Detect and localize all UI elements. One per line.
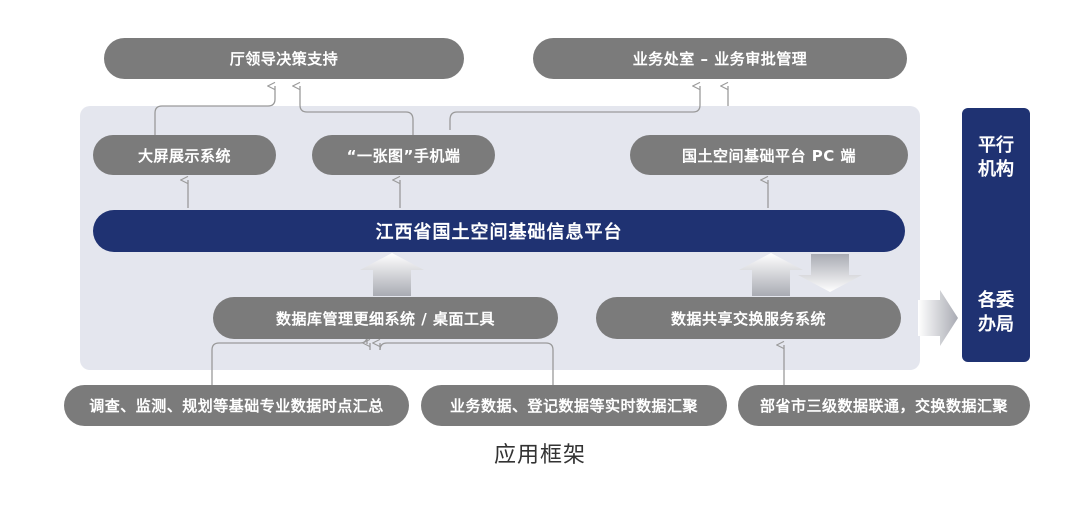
pc-platform-box: 国土空间基础平台 PC 端	[630, 135, 908, 175]
line-mobile-to-leadership	[300, 86, 414, 135]
database-management-box: 数据库管理更细系统 / 桌面工具	[213, 297, 558, 339]
commissions-offices-label: 各委 办局	[978, 290, 1014, 335]
line-bigscreen-to-leadership	[154, 86, 276, 135]
block-arrow-down-sharing	[798, 254, 862, 292]
line-business-branch	[379, 342, 554, 385]
survey-data-box: 调查、监测、规划等基础专业数据时点汇总	[64, 385, 409, 426]
parallel-agencies-label: 平行 机构	[978, 135, 1014, 180]
business-data-box: 业务数据、登记数据等实时数据汇聚	[421, 385, 727, 426]
mobile-app-box: “一张图”手机端	[312, 135, 495, 175]
big-screen-system-box: 大屏展示系统	[93, 135, 276, 175]
data-sharing-box: 数据共享交换服务系统	[596, 297, 901, 339]
diagram-caption: 应用框架	[493, 443, 586, 468]
linkage-data-box: 部省市三级数据联通，交换数据汇聚	[738, 385, 1030, 426]
block-arrow-up-sharing	[739, 253, 803, 296]
block-arrow-right-offices	[918, 290, 958, 346]
line-survey-branch	[211, 335, 368, 385]
business-approval-box: 业务处室 – 业务审批管理	[533, 38, 907, 79]
block-arrow-up-database	[360, 253, 424, 296]
side-agencies-column	[962, 108, 1030, 362]
leadership-decision-box: 厅领导决策支持	[104, 38, 464, 79]
line-mobile-to-business	[449, 86, 701, 130]
jiangxi-platform-bar: 江西省国土空间基础信息平台	[93, 210, 905, 252]
